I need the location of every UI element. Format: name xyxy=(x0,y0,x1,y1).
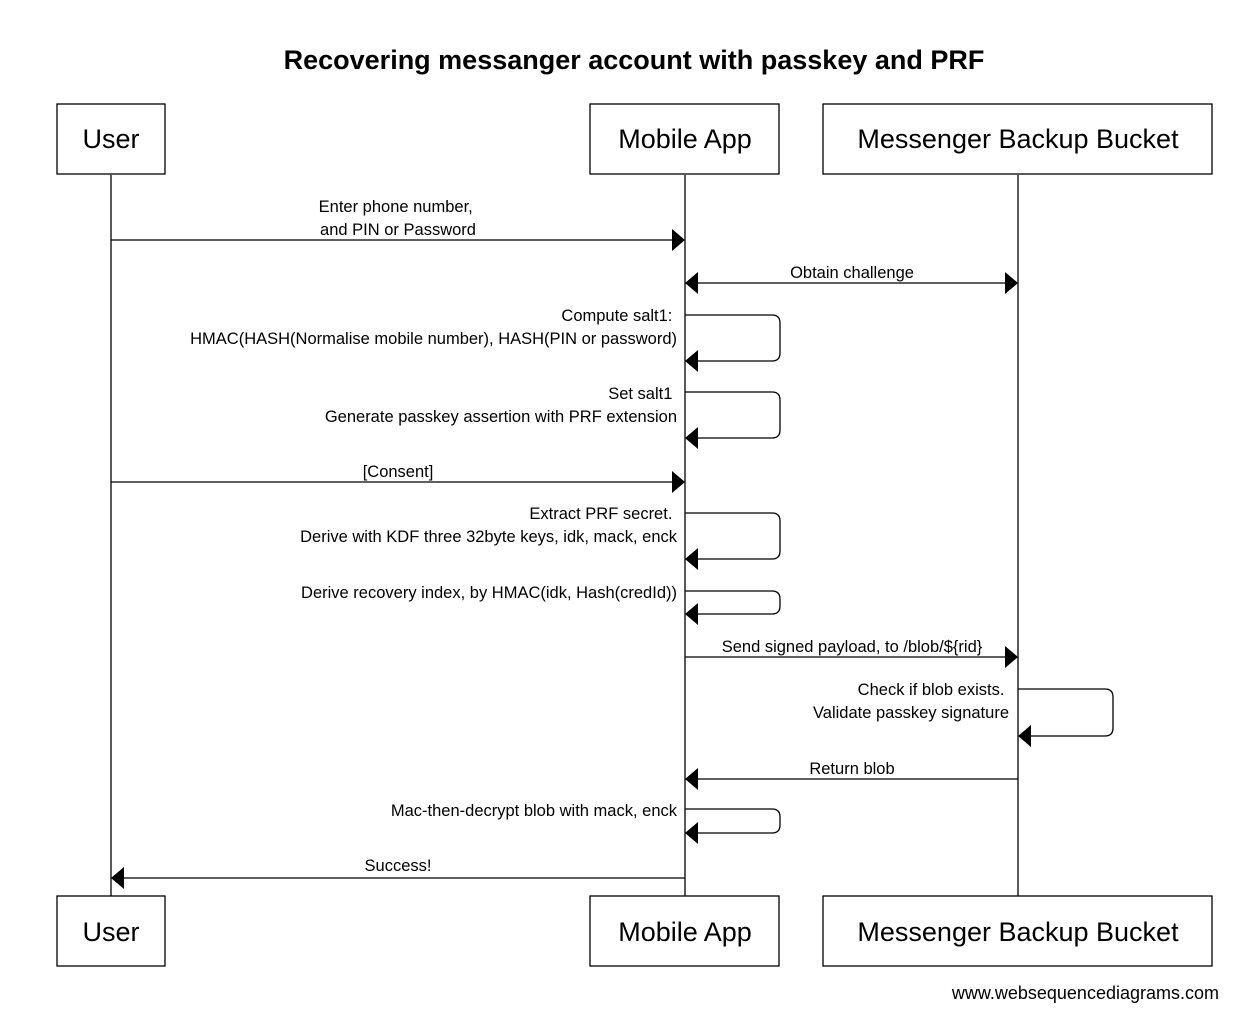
message-consent: [Consent] xyxy=(111,463,685,493)
self-message-set-salt1-line-2: Generate passkey assertion with PRF exte… xyxy=(325,408,677,426)
svg-text:Set salt1 Generate passk: Set salt1 Generate passkey assertion wit… xyxy=(325,385,677,426)
self-message-set-salt1: Set salt1 Generate passkey assertion wit… xyxy=(325,385,781,449)
actor-user-top-label: User xyxy=(82,124,139,154)
self-message-derive-recovery-index: Derive recovery index, by HMAC(idk, Hash… xyxy=(301,584,781,625)
svg-text:Enter phone number, and: Enter phone number, and PIN or Password xyxy=(319,198,478,239)
svg-text:Extract PRF secret. Deri: Extract PRF secret. Derive with KDF thre… xyxy=(300,505,678,546)
self-message-compute-salt1: Compute salt1: HMAC(HASH(Normalise mobil… xyxy=(190,307,781,372)
self-message-check-blob-line-2: Validate passkey signature xyxy=(813,704,1009,722)
self-message-extract-prf: Extract PRF secret. Derive with KDF thre… xyxy=(300,505,781,570)
message-send-signed-payload-label: Send signed payload, to /blob/${rid} xyxy=(722,638,983,656)
message-return-blob-label: Return blob xyxy=(809,760,894,778)
self-message-extract-prf-line-1: Extract PRF secret. xyxy=(529,505,672,523)
actor-mobile-app-bottom: Mobile App xyxy=(589,895,780,967)
self-message-mac-then-decrypt: Mac-then-decrypt blob with mack, enck xyxy=(391,802,781,844)
self-message-set-salt1-line-1: Set salt1 xyxy=(608,385,672,403)
self-message-derive-recovery-index-label: Derive recovery index, by HMAC(idk, Hash… xyxy=(301,584,677,602)
actor-mobile-app-top: Mobile App xyxy=(589,103,780,175)
message-obtain-challenge-label: Obtain challenge xyxy=(790,264,914,282)
message-enter-phone-line-1: Enter phone number, xyxy=(319,198,473,216)
diagram-title: Recovering messanger account with passke… xyxy=(284,45,985,75)
watermark-text[interactable]: www.websequencediagrams.com xyxy=(951,983,1219,1003)
self-message-check-blob: Check if blob exists. Validate passkey s… xyxy=(813,681,1114,747)
self-message-mac-then-decrypt-label: Mac-then-decrypt blob with mack, enck xyxy=(391,802,678,820)
message-consent-label: [Consent] xyxy=(363,463,434,481)
self-message-extract-prf-line-2: Derive with KDF three 32byte keys, idk, … xyxy=(300,528,678,546)
message-enter-phone-line-2: and PIN or Password xyxy=(320,221,476,239)
self-message-compute-salt1-line-1: Compute salt1: xyxy=(561,307,672,325)
actor-backup-bucket-bottom: Messenger Backup Bucket xyxy=(822,895,1213,967)
message-obtain-challenge: Obtain challenge xyxy=(685,264,1018,294)
self-message-check-blob-line-1: Check if blob exists. xyxy=(858,681,1005,699)
actor-backup-bucket-bottom-label: Messenger Backup Bucket xyxy=(857,917,1179,947)
svg-text:Compute salt1: HMAC(HASH: Compute salt1: HMAC(HASH(Normalise mobil… xyxy=(190,307,677,348)
actor-user-top: User xyxy=(56,103,166,175)
actor-mobile-app-top-label: Mobile App xyxy=(618,124,752,154)
actor-backup-bucket-top: Messenger Backup Bucket xyxy=(822,103,1213,175)
self-message-compute-salt1-line-2: HMAC(HASH(Normalise mobile number), HASH… xyxy=(190,330,677,348)
actor-user-bottom: User xyxy=(56,895,166,967)
message-success: Success! xyxy=(111,857,685,889)
actor-user-bottom-label: User xyxy=(82,917,139,947)
message-send-signed-payload: Send signed payload, to /blob/${rid} xyxy=(685,638,1018,668)
message-success-label: Success! xyxy=(365,857,432,875)
actor-mobile-app-bottom-label: Mobile App xyxy=(618,917,752,947)
actor-backup-bucket-top-label: Messenger Backup Bucket xyxy=(857,124,1179,154)
svg-text:Check if blob exists. Va: Check if blob exists. Validate passkey s… xyxy=(813,681,1009,722)
message-enter-phone: Enter phone number, and PIN or Password xyxy=(111,198,685,251)
message-return-blob: Return blob xyxy=(685,760,1018,790)
